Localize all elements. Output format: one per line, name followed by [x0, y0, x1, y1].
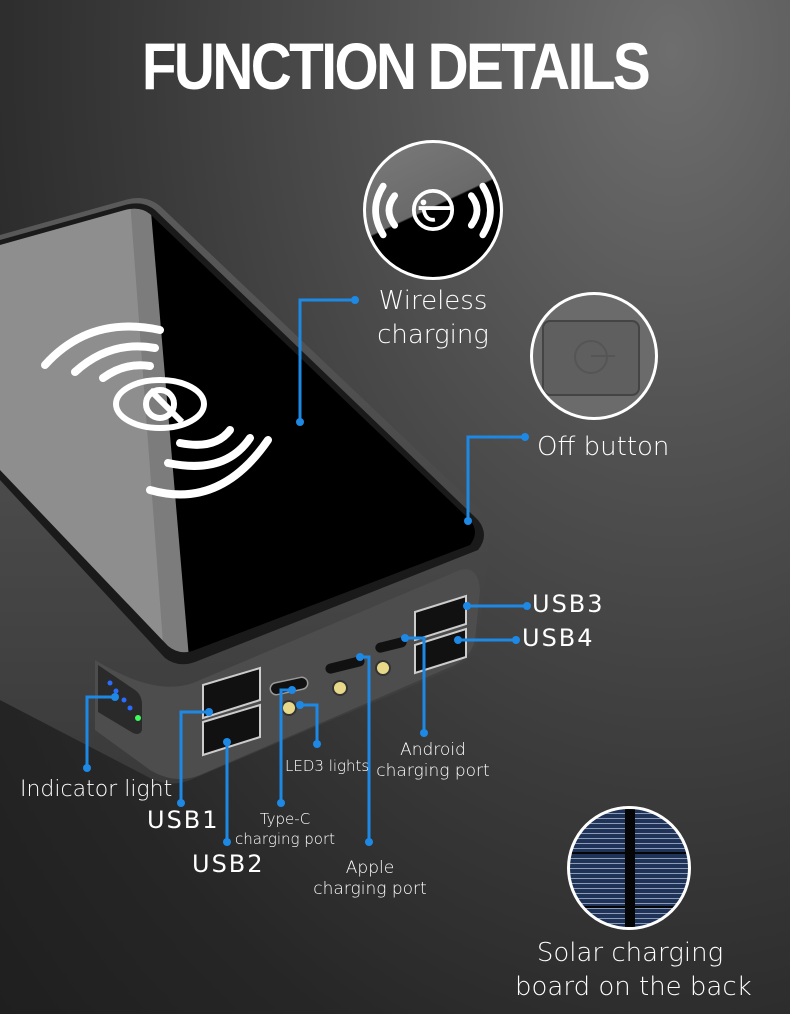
android-port-label: Android charging port [376, 740, 490, 781]
usb4-label: USB4 [522, 624, 595, 652]
usb2-label: USB2 [192, 850, 265, 878]
type-c-port-label: Type-C charging port [234, 810, 336, 848]
off-button-label: Off button [537, 432, 670, 462]
solar-panel-icon [567, 806, 691, 930]
wireless-charging-icon [363, 140, 503, 280]
power-button-icon [530, 292, 658, 420]
usb1-label: USB1 [147, 806, 220, 834]
wireless-waves-icon [41, 322, 272, 499]
solar-board-label: Solar charging board on the back [515, 938, 752, 1002]
apple-port-label: Apple charging port [313, 858, 427, 899]
usb3-label: USB3 [532, 590, 605, 618]
indicator-light-label: Indicator light [20, 777, 173, 802]
wireless-charging-label: Wireless charging [377, 286, 489, 350]
page-title: FUNCTION DETAILS [141, 29, 651, 103]
led-lights-label: LED3 lights [285, 757, 370, 775]
